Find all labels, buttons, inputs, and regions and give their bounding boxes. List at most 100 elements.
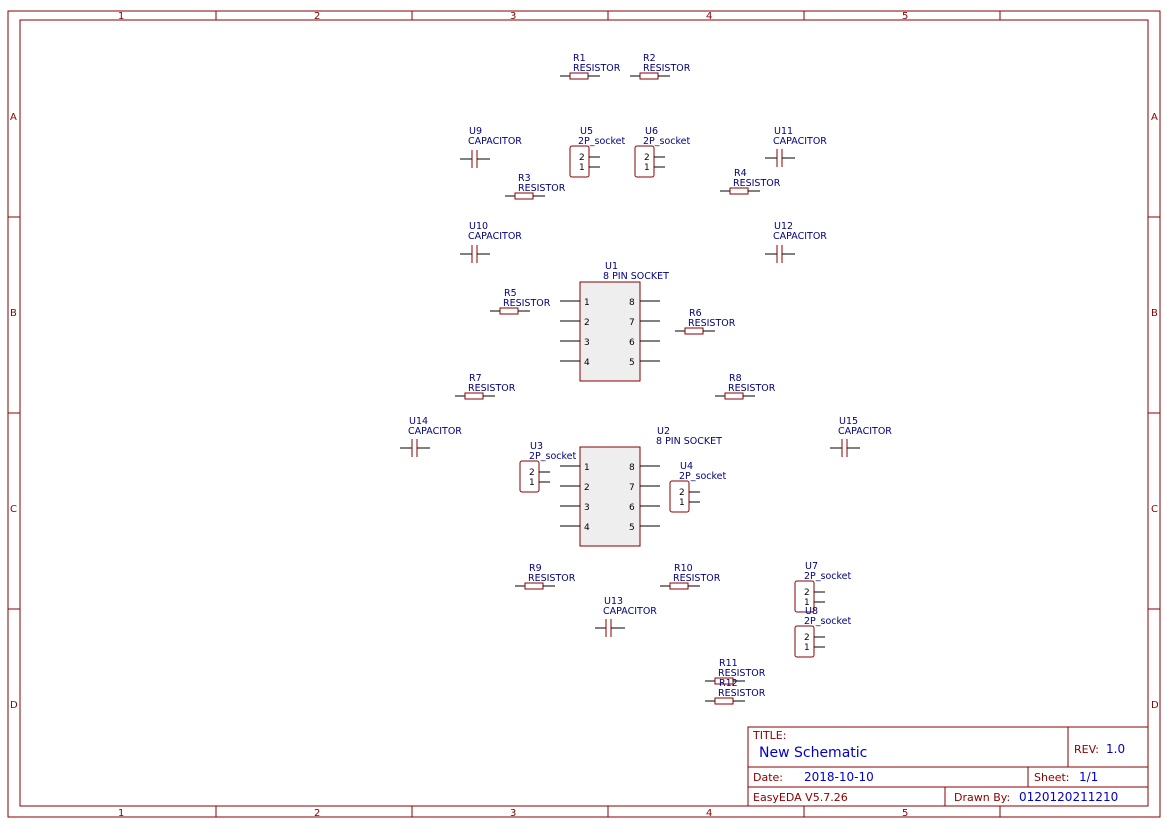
resistor-r10[interactable]: R10 RESISTOR (660, 563, 721, 590)
resistor-value: RESISTOR (673, 573, 721, 584)
socket-value: 2P_socket (804, 616, 852, 627)
pin-number: 2 (584, 318, 590, 328)
socket-value: 2P_socket (578, 136, 626, 147)
capacitor-u10[interactable]: U10 CAPACITOR (460, 221, 522, 263)
capacitor-u13[interactable]: U13 CAPACITOR (595, 596, 657, 637)
row-label-right: B (1151, 308, 1158, 319)
socket-value: 2P_socket (643, 136, 691, 147)
pin-number: 1 (804, 598, 810, 608)
resistor-ref: R4 (734, 168, 747, 179)
resistor-value: RESISTOR (503, 298, 551, 309)
drawing-frame (7, 10, 1161, 818)
resistor-r9[interactable]: R9 RESISTOR (515, 563, 576, 590)
capacitor-u9[interactable]: U9 CAPACITOR (460, 126, 522, 168)
socket-value: 2P_socket (679, 471, 727, 482)
pin-number: 1 (644, 163, 650, 173)
socket-8pin-u1[interactable]: 1 2 3 4 8 7 6 5 U1 8 PIN SOCKET (560, 261, 669, 382)
pin-number: 6 (629, 338, 635, 348)
pin-number: 4 (584, 523, 590, 533)
row-label-left: D (10, 700, 18, 711)
date-value: 2018-10-10 (804, 770, 874, 784)
resistor-r8[interactable]: R8 RESISTOR (715, 373, 776, 400)
socket-2p-u7[interactable]: 2 1 U7 2P_socket (794, 561, 852, 613)
pin-number: 6 (629, 503, 635, 513)
resistor-r11[interactable]: R11 RESISTOR (705, 658, 766, 685)
socket-ref: U2 (657, 426, 670, 437)
socket-2p-u8[interactable]: 2 1 U8 2P_socket (794, 606, 852, 658)
resistor-ref: R2 (643, 53, 656, 64)
resistor-ref: R3 (518, 173, 531, 184)
resistor-ref: R1 (573, 53, 586, 64)
pin-number: 2 (804, 633, 810, 643)
resistor-value: RESISTOR (688, 318, 736, 329)
resistor-r1[interactable]: R1 RESISTOR (560, 53, 621, 80)
pin-number: 2 (579, 153, 585, 163)
socket-2p-u4[interactable]: 2 1 U4 2P_socket (669, 461, 727, 513)
capacitor-value: CAPACITOR (773, 136, 827, 147)
column-label-top: 3 (510, 11, 516, 22)
pin-number: 3 (584, 338, 590, 348)
socket-2p-u5[interactable]: 2 1 U5 2P_socket (569, 126, 626, 178)
column-label-top: 1 (118, 11, 124, 22)
resistor-ref: R8 (729, 373, 742, 384)
capacitor-u11[interactable]: U11 CAPACITOR (765, 126, 827, 167)
capacitor-ref: U12 (774, 221, 793, 232)
capacitor-ref: U14 (409, 416, 428, 427)
resistor-value: RESISTOR (468, 383, 516, 394)
pin-number: 1 (804, 643, 810, 653)
capacitor-value: CAPACITOR (773, 231, 827, 242)
resistor-value: RESISTOR (728, 383, 776, 394)
resistor-r4[interactable]: R4 RESISTOR (720, 168, 781, 195)
capacitor-u14[interactable]: U14 CAPACITOR (400, 416, 462, 457)
column-label-top: 4 (706, 11, 712, 22)
socket-2p-u6[interactable]: 2 1 U6 2P_socket (634, 126, 691, 178)
resistor-ref: R5 (504, 288, 517, 299)
pin-number: 1 (584, 298, 590, 308)
resistor-value: RESISTOR (573, 63, 621, 74)
socket-8pin-u2[interactable]: 1 2 3 4 8 7 6 5 U2 8 PIN SOCKET (560, 426, 722, 547)
resistor-r12[interactable]: R12 RESISTOR (705, 678, 766, 705)
drawn-by-value: 0120120211210 (1019, 790, 1118, 804)
socket-value: 2P_socket (804, 571, 852, 582)
resistor-ref: R7 (469, 373, 482, 384)
resistor-r7[interactable]: R7 RESISTOR (455, 373, 516, 400)
row-label-right: D (1151, 700, 1159, 711)
resistor-r3[interactable]: R3 RESISTOR (505, 173, 566, 200)
socket-value: 8 PIN SOCKET (603, 271, 669, 282)
resistor-value: RESISTOR (718, 668, 766, 679)
socket-value: 2P_socket (529, 451, 577, 462)
capacitor-value: CAPACITOR (468, 231, 522, 242)
resistor-value: RESISTOR (733, 178, 781, 189)
capacitor-value: CAPACITOR (468, 136, 522, 147)
date-label: Date: (753, 771, 783, 784)
pin-number: 2 (804, 588, 810, 598)
capacitor-u15[interactable]: U15 CAPACITOR (830, 416, 892, 457)
title-block: TITLE: New Schematic REV: 1.0 Date: 2018… (747, 726, 1149, 807)
socket-ref: U1 (605, 261, 618, 272)
resistor-r5[interactable]: R5 RESISTOR (490, 288, 551, 315)
resistor-r2[interactable]: R2 RESISTOR (630, 53, 691, 80)
socket-ref: U5 (580, 126, 593, 137)
resistor-ref: R10 (674, 563, 693, 574)
resistor-value: RESISTOR (643, 63, 691, 74)
pin-number: 1 (529, 478, 535, 488)
pin-number: 5 (629, 358, 635, 368)
resistor-value: RESISTOR (518, 183, 566, 194)
pin-number: 4 (584, 358, 590, 368)
row-label-left: B (10, 308, 17, 319)
resistor-ref: R11 (719, 658, 738, 669)
pin-number: 1 (679, 498, 685, 508)
socket-ref: U4 (680, 461, 693, 472)
capacitor-u12[interactable]: U12 CAPACITOR (765, 221, 827, 263)
resistor-r6[interactable]: R6 RESISTOR (675, 308, 736, 335)
socket-ref: U3 (530, 441, 543, 452)
column-label-top: 2 (314, 11, 320, 22)
pin-number: 1 (584, 463, 590, 473)
pin-number: 2 (644, 153, 650, 163)
socket-ref: U8 (805, 606, 818, 617)
sheet-label: Sheet: (1034, 771, 1070, 784)
resistor-value: RESISTOR (528, 573, 576, 584)
title-label: TITLE: (752, 729, 786, 742)
schematic-title: New Schematic (759, 745, 867, 761)
socket-2p-u3[interactable]: 2 1 U3 2P_socket (519, 441, 577, 493)
